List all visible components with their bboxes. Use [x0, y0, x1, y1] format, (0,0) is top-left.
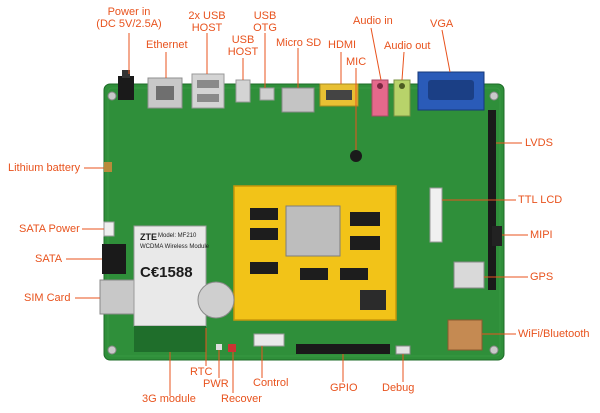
micro-sd-slot: [281, 87, 315, 113]
label-micro-sd: Micro SD: [276, 37, 322, 49]
label-ethernet: Ethernet: [146, 39, 188, 51]
label-sim-card: SIM Card: [24, 292, 71, 304]
module-ce-mark: C€1588: [140, 264, 193, 281]
debug-header: [395, 345, 411, 355]
label-sata: SATA: [35, 253, 63, 265]
label-vga: VGA: [430, 18, 454, 30]
usb-otg-port: [259, 87, 275, 101]
label-mipi: MIPI: [530, 229, 553, 241]
label-usb-otg: USB: [253, 10, 277, 22]
control-header: [253, 333, 285, 347]
label-lithium-battery: Lithium battery: [8, 162, 81, 174]
usb-host-port: [235, 79, 251, 103]
audio-in-jack: [371, 79, 389, 117]
label-power-in-spec: (DC 5V/2.5A): [96, 18, 162, 30]
cpu-chip: [285, 205, 341, 257]
gps-module: [453, 261, 485, 289]
label-wifi-bluetooth: WiFi/Bluetooth: [518, 328, 590, 340]
wifi-bluetooth-module: [447, 319, 483, 351]
sata-connector: [102, 244, 126, 274]
mipi-connector: [492, 226, 502, 246]
power-jack: [118, 76, 134, 100]
recover-button: [228, 344, 236, 352]
label-gpio: GPIO: [330, 382, 358, 394]
sata-power-connector: [103, 221, 115, 237]
3g-module: [133, 225, 207, 327]
label-control: Control: [253, 377, 289, 389]
module-name: WCDMA Wireless Module: [140, 244, 210, 250]
label-gps: GPS: [530, 271, 554, 283]
label-usb-otg-otg: OTG: [253, 22, 277, 34]
label-hdmi: HDMI: [328, 39, 357, 51]
label-recover: Recover: [221, 393, 262, 405]
label-sata-power: SATA Power: [19, 223, 80, 235]
leader-lines: [66, 27, 528, 396]
module-brand: ZTE: [140, 232, 157, 242]
label-usb-host-2x: 2x USB: [188, 10, 226, 22]
pwr-led: [216, 344, 222, 350]
label-rtc: RTC: [190, 366, 213, 378]
mic: [350, 150, 362, 162]
lithium-battery: [104, 162, 112, 172]
module-model: Model: MF210: [158, 233, 197, 239]
gpio-header: [296, 344, 390, 354]
label-ttl-lcd: TTL LCD: [518, 194, 563, 206]
label-audio-in: Audio in: [353, 15, 393, 27]
rtc-battery: [197, 281, 235, 319]
label-debug: Debug: [382, 382, 415, 394]
label-3g-module: 3G module: [142, 393, 196, 405]
label-usb-host-host: HOST: [227, 46, 259, 58]
label-power-in: Power in: [107, 6, 151, 18]
usb-host-2x-port: [191, 73, 225, 109]
label-lvds: LVDS: [525, 137, 553, 149]
label-usb-host: USB: [231, 34, 255, 46]
label-pwr: PWR: [203, 378, 229, 390]
label-audio-out: Audio out: [384, 40, 431, 52]
ttl-lcd-connector: [429, 187, 443, 243]
label-mic: MIC: [346, 56, 367, 68]
label-usb-host-2x-host: HOST: [191, 22, 223, 34]
